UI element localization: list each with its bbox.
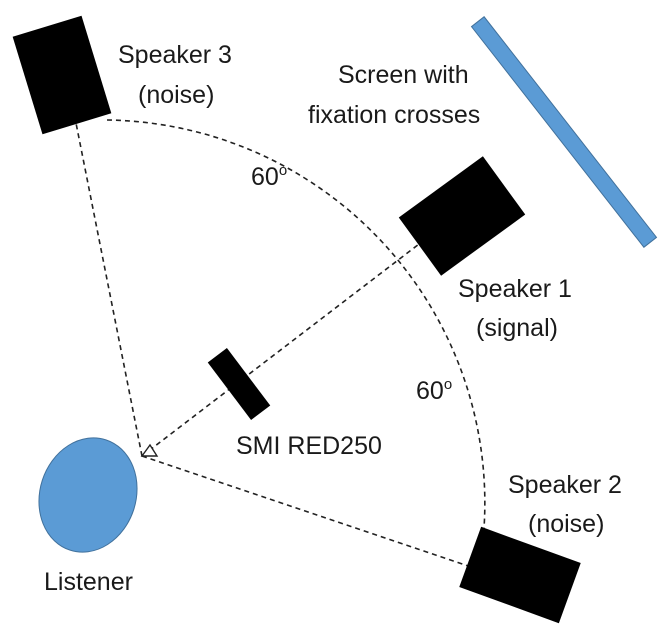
listener-label: Listener	[44, 568, 133, 596]
listener-head	[38, 437, 138, 553]
speaker-2-role: (noise)	[528, 510, 604, 538]
screen-label-line-1: Screen with	[338, 61, 469, 89]
angle-upper-label: 60o	[251, 162, 287, 191]
speaker-3-name: Speaker 3	[118, 41, 232, 69]
screen-label-line-2: fixation crosses	[308, 101, 480, 129]
angle-upper-value: 60	[251, 163, 279, 191]
angle-lower-value: 60	[416, 377, 444, 405]
speaker-3-role: (noise)	[138, 81, 214, 109]
speaker-3	[12, 15, 112, 135]
speaker-2	[459, 526, 581, 624]
angle-upper-unit: o	[279, 162, 287, 179]
ray-speaker-1	[141, 227, 441, 457]
angle-lower-label: 60o	[416, 376, 452, 405]
ray-speaker-3	[74, 117, 143, 457]
eyetracker	[207, 348, 271, 420]
speaker-arc	[106, 119, 486, 576]
speaker-1-role: (signal)	[476, 314, 558, 342]
speaker-1-name: Speaker 1	[458, 275, 572, 303]
angle-lower-unit: o	[444, 376, 452, 393]
ray-speaker-2	[141, 455, 481, 571]
speaker-2-name: Speaker 2	[508, 471, 622, 499]
screen	[470, 16, 658, 248]
eyetracker-label: SMI RED250	[236, 432, 382, 460]
speaker-1	[398, 156, 526, 276]
signal-arrowhead	[140, 443, 159, 457]
